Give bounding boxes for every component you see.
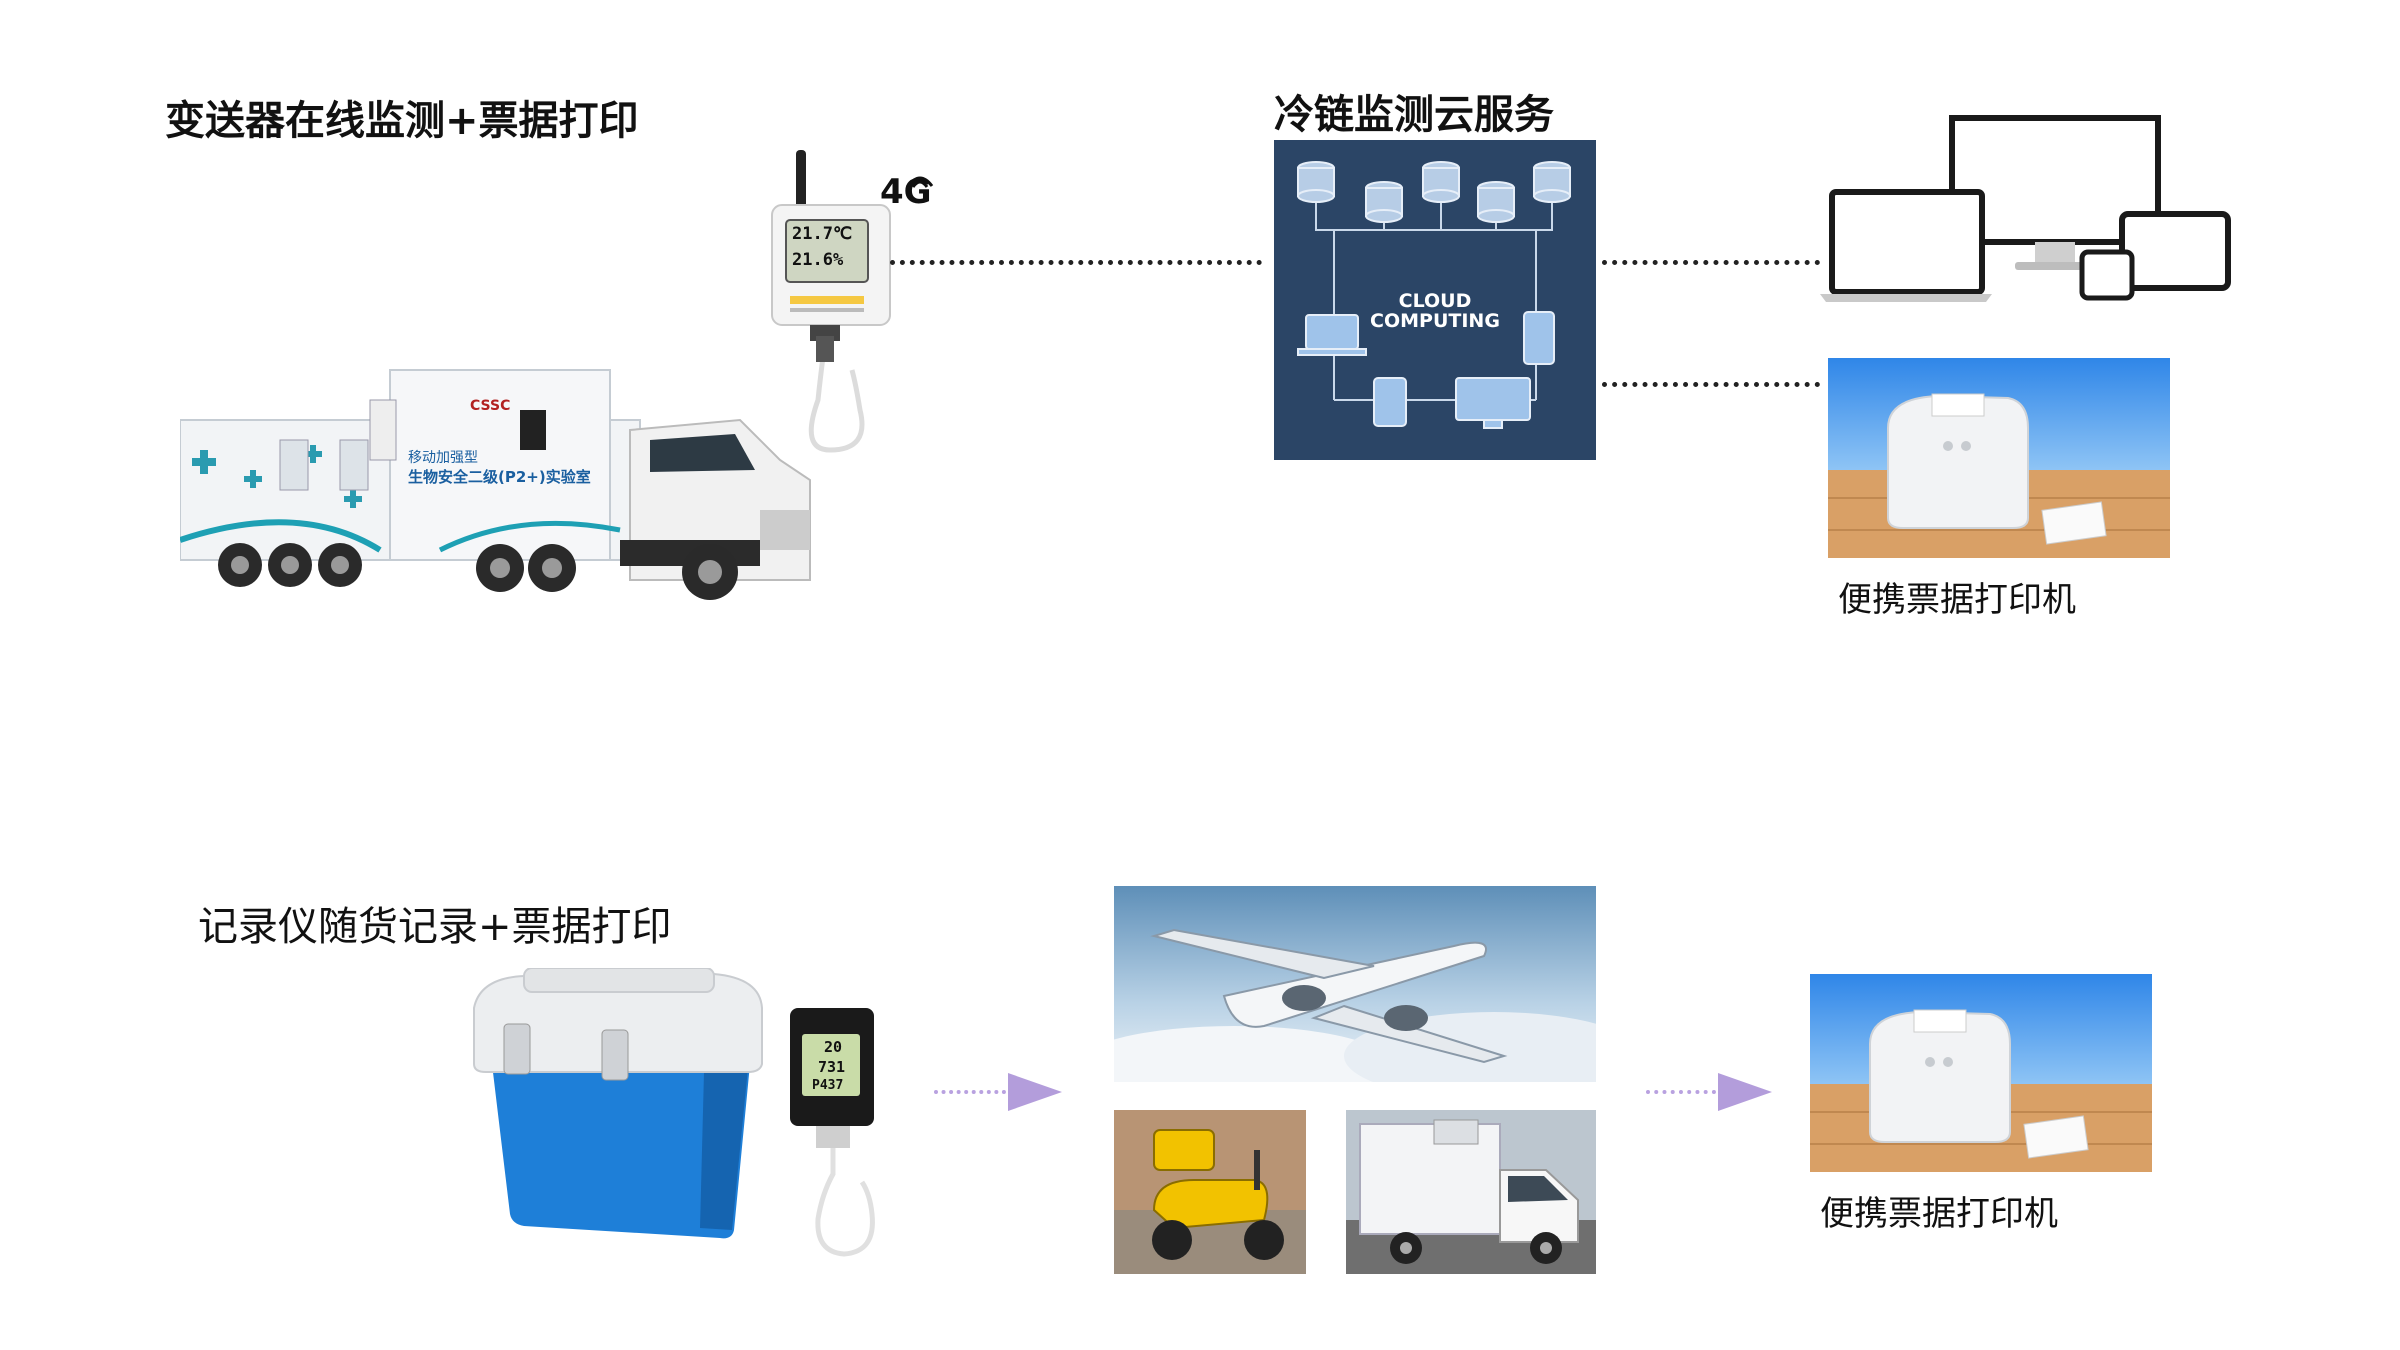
cloud-network-diagram <box>1297 161 1571 429</box>
mobile-lab-truck <box>180 360 820 610</box>
cloud-label-line2: COMPUTING <box>1370 310 1500 332</box>
logger-record-title: 记录仪随货记录+票据打印 <box>198 904 672 950</box>
transmitter-temp-reading: 21.7℃ <box>792 224 853 244</box>
refrigerated-truck-photo <box>1346 1110 1596 1274</box>
printer-label-top: 便携票据打印机 <box>1838 580 2076 620</box>
cooler-box <box>464 968 772 1240</box>
truck-label-line1: 移动加强型 <box>408 450 478 466</box>
arrow-transport-printer-dots <box>1646 1090 1716 1094</box>
signal-waves-icon <box>906 176 934 188</box>
connector-cloud-devices <box>1602 260 1820 265</box>
client-devices <box>1820 110 2240 310</box>
online-monitor-title: 变送器在线监测+票据打印 <box>165 98 639 144</box>
truck-label-line2: 生物安全二级(P2+)实验室 <box>408 468 591 486</box>
printer-photo-top <box>1828 358 2170 558</box>
scooter-photo <box>1114 1110 1306 1274</box>
data-logger-device <box>782 1004 902 1264</box>
airplane-photo <box>1114 886 1596 1082</box>
connector-cloud-printer <box>1602 382 1820 387</box>
arrow-right-icon <box>1008 1073 1062 1111</box>
cloud-label-line1: CLOUD <box>1398 290 1472 312</box>
cloud-service-title: 冷链监测云服务 <box>1274 92 1554 138</box>
printer-label-bottom: 便携票据打印机 <box>1820 1194 2058 1234</box>
printer-photo-bottom <box>1810 974 2152 1172</box>
transmitter-humidity-reading: 21.6% <box>792 250 844 270</box>
logger-reading-1: 20 <box>824 1038 843 1056</box>
cloud-computing-panel: CLOUD COMPUTING <box>1274 140 1596 460</box>
arrow-right-icon-2 <box>1718 1073 1772 1111</box>
transmitter-device <box>760 150 900 560</box>
arrow-logger-transport-dots <box>934 1090 1006 1094</box>
logger-reading-3: P437 <box>812 1078 844 1093</box>
logger-reading-2: 731 <box>818 1058 846 1076</box>
truck-brand-logo: CSSC <box>470 398 511 414</box>
connector-transmitter-cloud <box>890 260 1262 265</box>
